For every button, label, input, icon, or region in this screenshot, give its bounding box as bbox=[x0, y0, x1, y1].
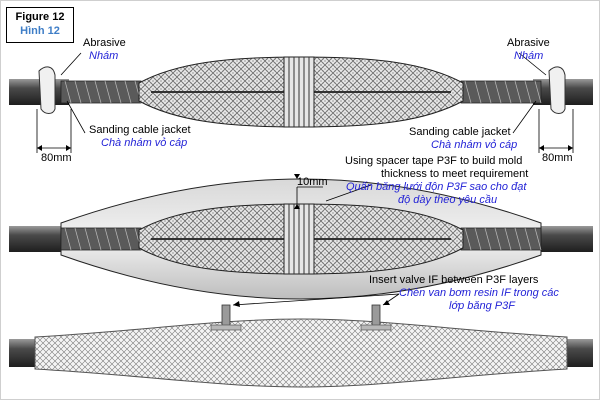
row2-right-cable-end bbox=[533, 226, 593, 252]
row2-left-cable-end bbox=[9, 226, 69, 252]
row1-left-cable-end bbox=[9, 79, 69, 105]
dimension-80mm-left: 80mm bbox=[41, 152, 72, 164]
dimension-80mm-right: 80mm bbox=[542, 152, 573, 164]
sanding-left-label: Sanding cable jacket bbox=[89, 124, 191, 136]
row3-p3f-mesh-wrap bbox=[34, 318, 568, 388]
row1-abrasive-left bbox=[38, 66, 56, 114]
figure-title: Figure 12 bbox=[15, 11, 65, 23]
row1-abrasive-right bbox=[548, 66, 566, 114]
abrasive-left-label: Abrasive bbox=[83, 37, 126, 49]
valve-note-vn-line1: Chèn van bơm resin IF trong các bbox=[399, 287, 559, 299]
abrasive-right-label: Abrasive bbox=[507, 37, 550, 49]
sanding-left-vn-label: Chà nhám vỏ cáp bbox=[101, 137, 187, 149]
figure-caption-box: Figure 12 Hình 12 bbox=[6, 7, 74, 43]
row3-valve-left bbox=[210, 304, 242, 331]
spacer-note-line2: thickness to meet requirement bbox=[381, 168, 528, 180]
spacer-note-line1: Using spacer tape P3F to build mold bbox=[345, 155, 522, 167]
spacer-note-vn-line2: độ dày theo yêu cầu bbox=[398, 194, 497, 206]
valve-note-vn-line2: lớp băng P3F bbox=[449, 300, 516, 312]
valve-note-line1: Insert valve IF between P3F layers bbox=[369, 274, 539, 286]
abrasive-left-vn-label: Nhám bbox=[89, 50, 118, 62]
abrasive-right-vn-label: Nhám bbox=[514, 50, 543, 62]
row3-left-cable-end bbox=[9, 339, 37, 367]
sanding-right-vn-label: Chà nhám vỏ cáp bbox=[431, 139, 517, 151]
figure-subtitle: Hình 12 bbox=[20, 25, 60, 37]
dimension-10mm: 10mm bbox=[297, 176, 328, 188]
sanding-right-label: Sanding cable jacket bbox=[409, 126, 511, 138]
row3-valve-layer bbox=[9, 293, 593, 388]
row3-valve-right bbox=[360, 304, 392, 331]
row1-cable-splice bbox=[9, 52, 593, 153]
row1-left-taped-section bbox=[60, 80, 142, 104]
row1-right-taped-section bbox=[460, 80, 542, 104]
row3-right-cable-end bbox=[565, 339, 593, 367]
row2-cable-splice bbox=[9, 174, 593, 300]
spacer-note-vn-line1: Quấn băng lưới độn P3F sao cho đạt bbox=[346, 181, 527, 193]
